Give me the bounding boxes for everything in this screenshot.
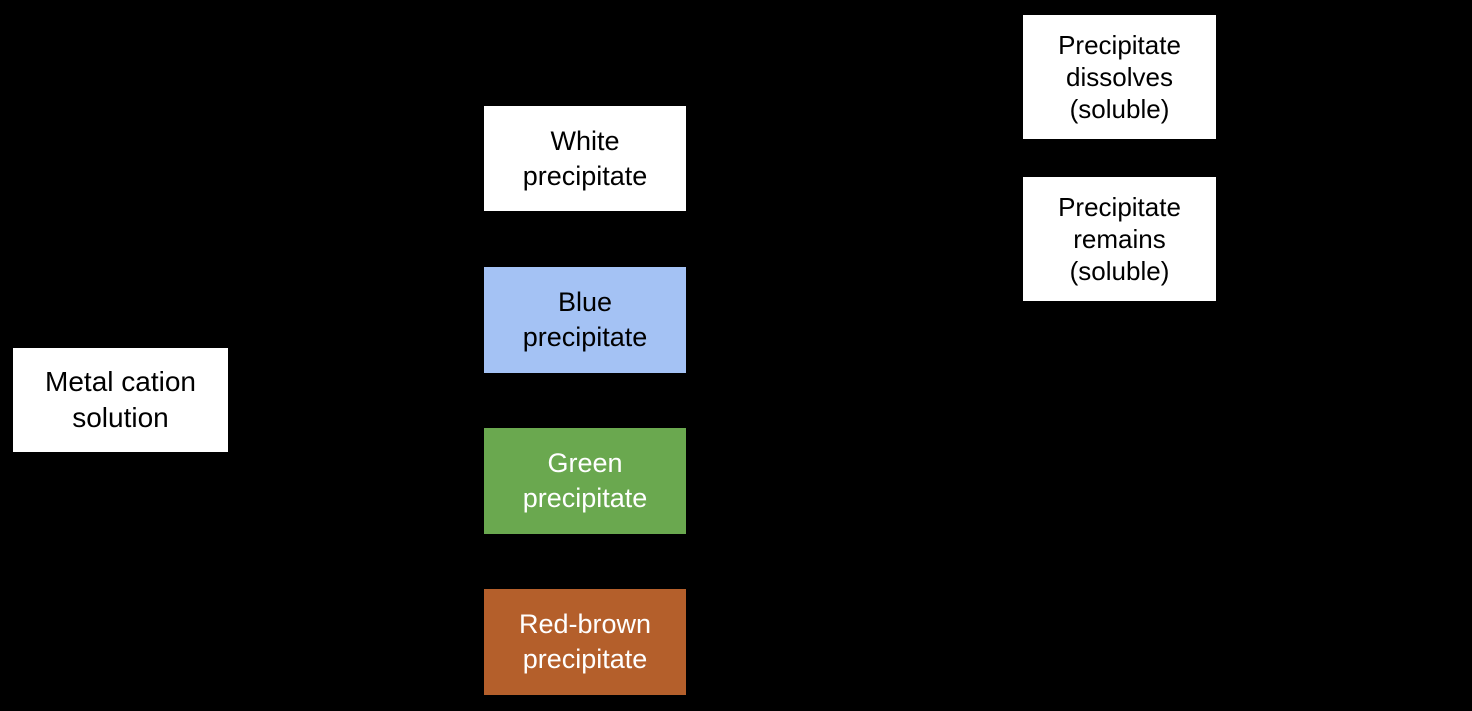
node-green-precipitate: Green precipitate [484,428,686,534]
node-precipitate-dissolves: Precipitate dissolves (soluble) [1023,15,1216,139]
node-red-brown-precipitate: Red-brown precipitate [484,589,686,695]
node-white-precipitate: White precipitate [484,106,686,211]
node-blue-precipitate: Blue precipitate [484,267,686,373]
node-metal-cation-solution: Metal cation solution [13,348,228,452]
node-precipitate-remains: Precipitate remains (soluble) [1023,177,1216,301]
